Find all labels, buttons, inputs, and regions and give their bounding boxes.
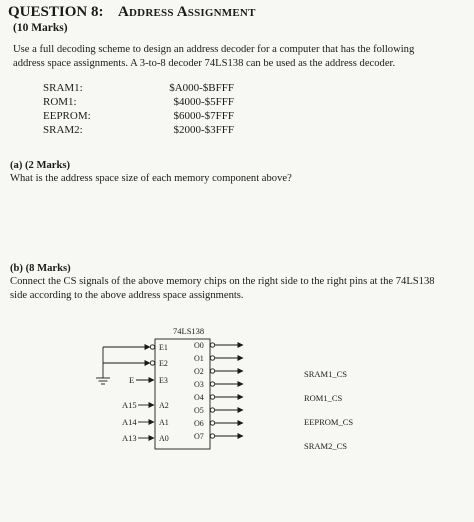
input-a15-label: A15 [122,400,137,410]
input-a14-label: A14 [122,417,137,427]
question-label: QUESTION 8: [8,4,104,20]
enable-inputs [102,344,156,378]
intro-line-1: Use a full decoding scheme to design an … [13,44,415,55]
pin-a1-label: A1 [159,418,169,427]
output-pin-labels: O0 O1 O2 O3 O4 O5 O6 O7 [194,341,204,441]
pin-o3-label: O3 [194,380,204,389]
pin-o2-label: O2 [194,367,204,376]
decoder-chip-body [154,338,211,450]
pin-e3-label: E3 [159,376,168,385]
pin-o6-label: O6 [194,419,204,428]
pin-e1-label: E1 [159,343,168,352]
memory-range-sram2: $2000-$3FFF [173,124,234,136]
input-e-label: E [129,375,134,385]
part-b-line-2: side according to the above address spac… [10,290,244,301]
pin-o7-label: O7 [194,432,204,441]
part-b-line-1: Connect the CS signals of the above memo… [10,276,435,287]
input-a13-label: A13 [122,433,137,443]
pin-e2-label: E2 [159,359,168,368]
memory-name-eeprom: EEPROM: [43,110,91,122]
intro-line-2: address space assignments. A 3-to-8 deco… [13,58,396,69]
pin-a0-label: A0 [159,434,169,443]
part-a-text: What is the address space size of each m… [10,173,292,184]
output-wires [209,342,244,439]
memory-range-sram1: $A000-$BFFF [169,82,234,94]
e2-inversion-bubble [149,360,156,366]
question-title: Address Assignment [118,4,256,20]
pin-o0-label: O0 [194,341,204,350]
part-a-heading: (a) (2 Marks) [10,160,71,171]
pin-a2-label: A2 [159,401,169,410]
cs-label-rom1: ROM1_CS [304,393,343,403]
cs-label-sram2: SRAM2_CS [304,441,347,451]
ground-symbol [96,377,110,385]
pin-o4-label: O4 [194,393,204,402]
question-marks: (10 Marks) [13,22,68,34]
address-input-wires [138,402,155,441]
memory-name-rom1: ROM1: [43,96,77,108]
pin-o1-label: O1 [194,354,204,363]
memory-name-sram1: SRAM1: [43,82,83,94]
cs-label-sram1: SRAM1_CS [304,369,347,379]
cs-label-eeprom: EEPROM_CS [304,417,353,427]
e1-inversion-bubble [149,344,156,350]
pin-o5-label: O5 [194,406,204,415]
memory-range-rom1: $4000-$5FFF [173,96,234,108]
part-b-heading: (b) (8 Marks) [10,263,71,274]
memory-range-eeprom: $6000-$7FFF [173,110,234,122]
memory-name-sram2: SRAM2: [43,124,83,136]
chip-name: 74LS138 [173,326,204,336]
